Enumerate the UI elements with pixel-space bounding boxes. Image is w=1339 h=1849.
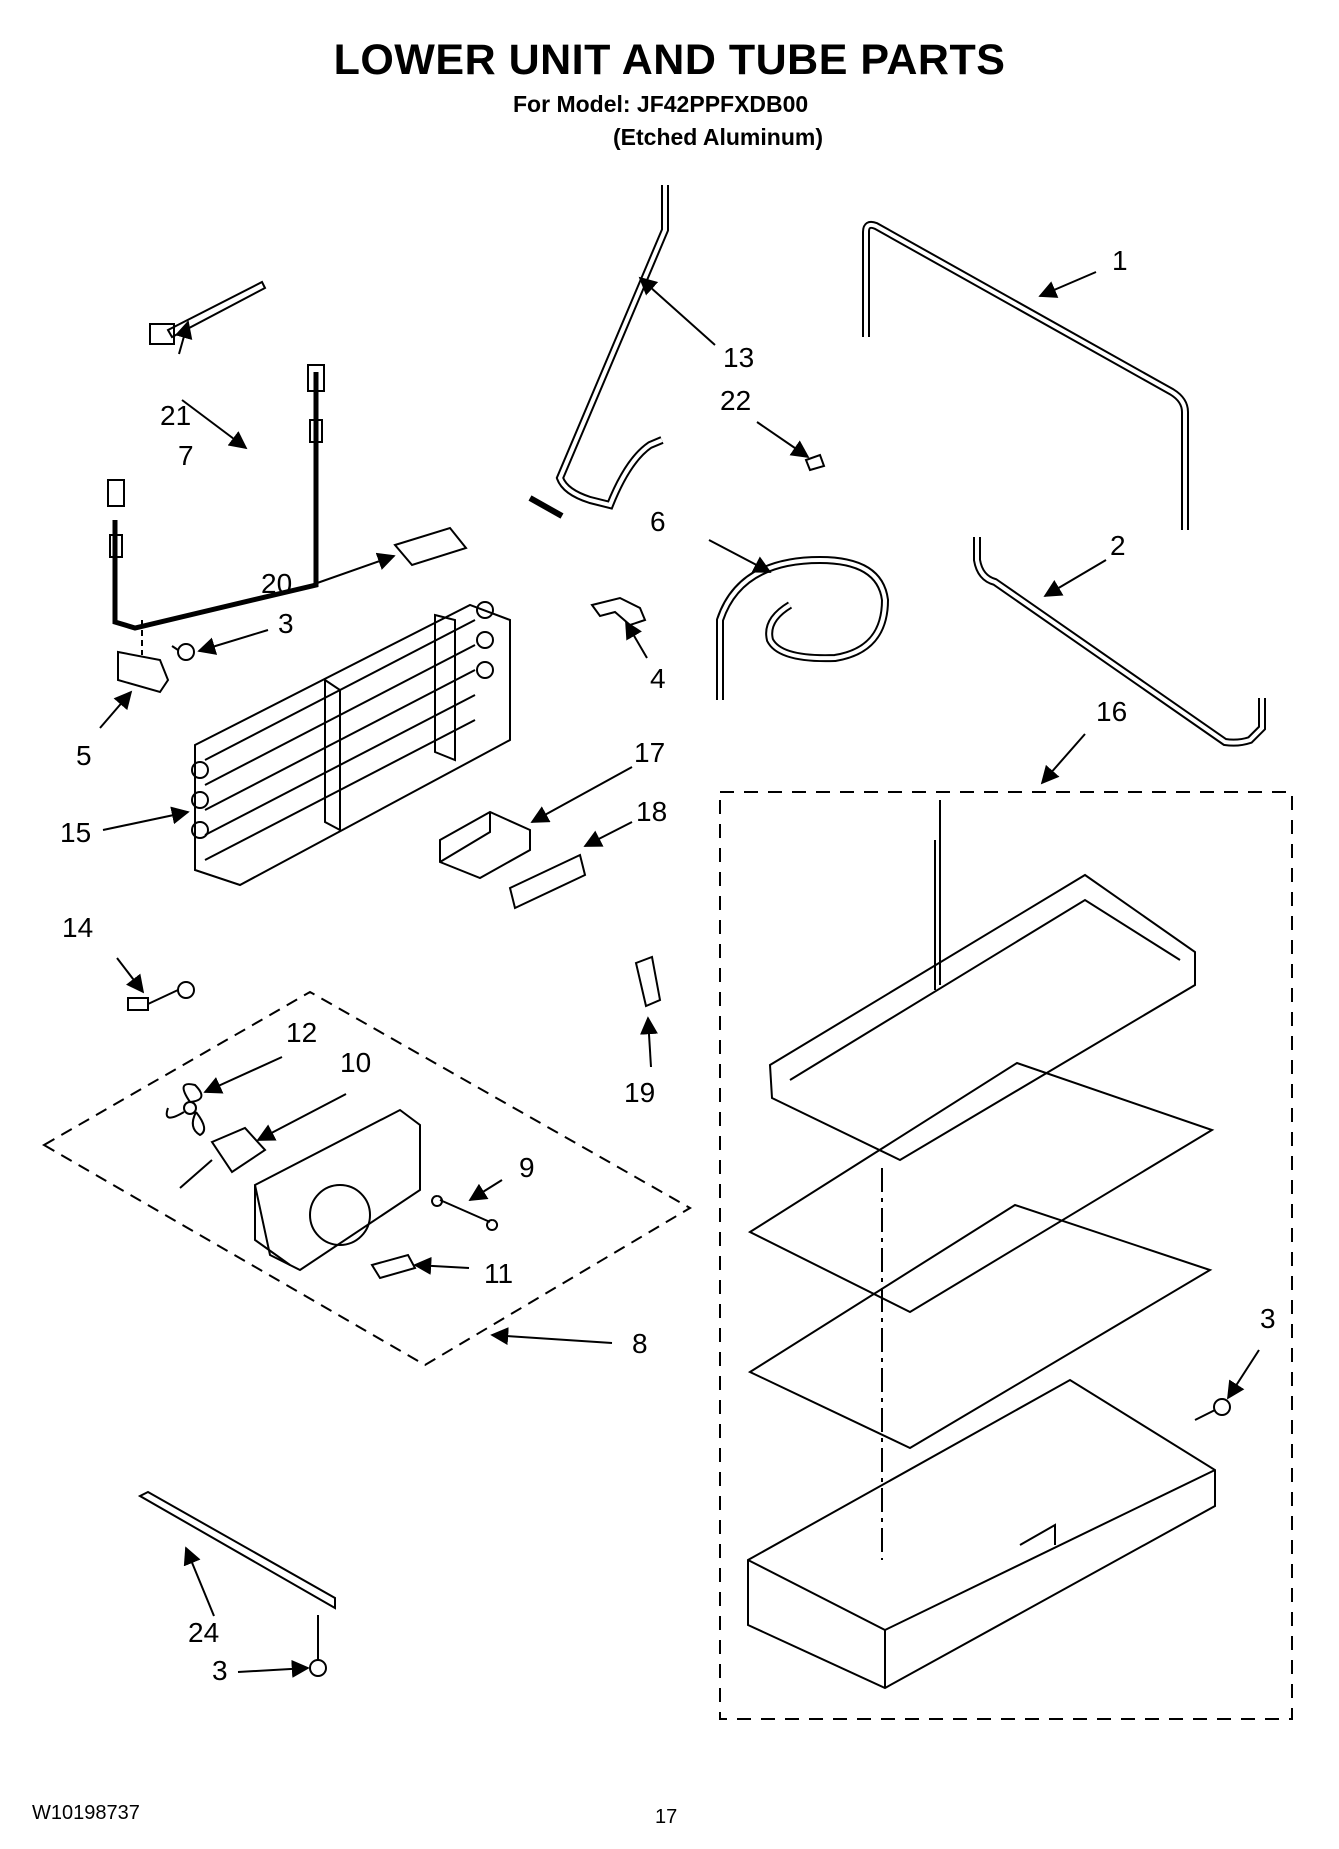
part-20-pad — [393, 526, 468, 567]
callout-5: 5 — [76, 740, 92, 771]
callout-15: 15 — [60, 817, 92, 848]
part-19-sleeve — [634, 955, 662, 1008]
model-line: For Model: JF42PPFXDB00 — [513, 91, 809, 117]
callout-8: 8 — [632, 1328, 648, 1359]
part-3-screw-bottom — [309, 1615, 327, 1677]
part-16-pan — [768, 800, 1196, 1162]
callout-3: 3 — [212, 1655, 228, 1686]
part-13-tube — [528, 185, 669, 519]
document-number: W10198737 — [32, 1802, 140, 1824]
fan-shroud — [253, 1108, 421, 1272]
part-5-bracket — [117, 650, 170, 694]
part-15-evaporator — [191, 601, 511, 887]
callout-2: 2 — [1110, 530, 1126, 561]
callout-16: 16 — [1096, 696, 1128, 727]
part-11-clip — [370, 1253, 417, 1280]
callout-3: 3 — [1260, 1303, 1276, 1334]
part-3-screw-right — [1194, 1398, 1231, 1421]
page-number: 17 — [655, 1806, 678, 1828]
part-12-fan-blade — [165, 1083, 206, 1137]
callout-3: 3 — [278, 608, 294, 639]
part-7-harness — [107, 364, 325, 631]
part-16-outline — [719, 791, 1293, 1720]
callout-20: 20 — [261, 568, 293, 599]
callout-10: 10 — [340, 1047, 372, 1078]
callout-13: 13 — [723, 342, 755, 373]
part-18-plate — [508, 853, 587, 910]
callout-18: 18 — [636, 796, 668, 827]
part-17-box — [439, 810, 531, 880]
part-24-rail — [137, 1490, 336, 1610]
part-14-sensor — [127, 981, 195, 1011]
callout-17: 17 — [634, 737, 666, 768]
part-2-tube — [973, 537, 1266, 747]
part-6-hose — [716, 555, 890, 700]
callout-21: 21 — [160, 400, 192, 431]
part-8-outline — [41, 990, 692, 1367]
page-title: LOWER UNIT AND TUBE PARTS — [333, 36, 1006, 84]
part-22-clip — [804, 453, 826, 472]
callout-6: 6 — [650, 506, 666, 537]
callout-1: 1 — [1112, 245, 1128, 276]
callout-11: 11 — [484, 1258, 514, 1289]
callout-22: 22 — [720, 385, 752, 416]
part-9-strap — [431, 1195, 499, 1231]
variant-line: (Etched Aluminum) — [613, 124, 823, 150]
part-4-clip — [590, 596, 647, 627]
callout-14: 14 — [62, 912, 94, 943]
insulation-sheet-2 — [747, 1203, 1213, 1450]
part-3-screw — [171, 643, 195, 661]
callout-7: 7 — [178, 440, 194, 471]
part-10-fan-motor — [179, 1126, 267, 1189]
callout-24: 24 — [188, 1617, 220, 1648]
bottom-tray — [747, 1378, 1216, 1690]
part-1-tube — [862, 220, 1189, 530]
insulation-sheet-1 — [747, 1061, 1215, 1314]
callout-9: 9 — [519, 1152, 535, 1183]
callout-19: 19 — [624, 1077, 656, 1108]
callout-4: 4 — [650, 663, 666, 694]
part-21-cable-tie — [149, 280, 267, 345]
leader-arrows — [99, 271, 1260, 1678]
callout-12: 12 — [286, 1017, 318, 1048]
